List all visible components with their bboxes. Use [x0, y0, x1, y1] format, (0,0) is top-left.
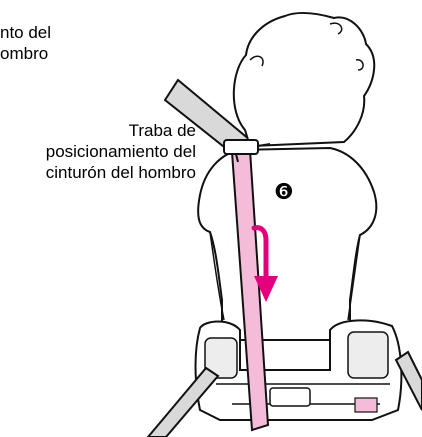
child-head	[232, 11, 376, 148]
top-label-line-2: ombro	[0, 44, 49, 63]
callout-line-2: posicionamiento del	[45, 142, 196, 161]
lap-belt-gray	[146, 350, 422, 437]
callout-line-1: Traba de	[128, 121, 196, 140]
booster-seat	[194, 319, 403, 421]
hair-curls	[249, 22, 364, 71]
arms	[209, 231, 361, 321]
downward-arrow-icon	[251, 225, 278, 302]
belt-clip-callout: Traba de posicionamiento del cinturón de…	[0, 120, 196, 183]
callout-line-3: cinturón del hombro	[45, 163, 196, 182]
belt-positioning-clip	[223, 139, 271, 163]
top-label-line-1: nto del	[0, 23, 52, 42]
partial-top-label: nto del ombro	[0, 22, 51, 64]
step-number-badge: ❻	[274, 180, 294, 205]
